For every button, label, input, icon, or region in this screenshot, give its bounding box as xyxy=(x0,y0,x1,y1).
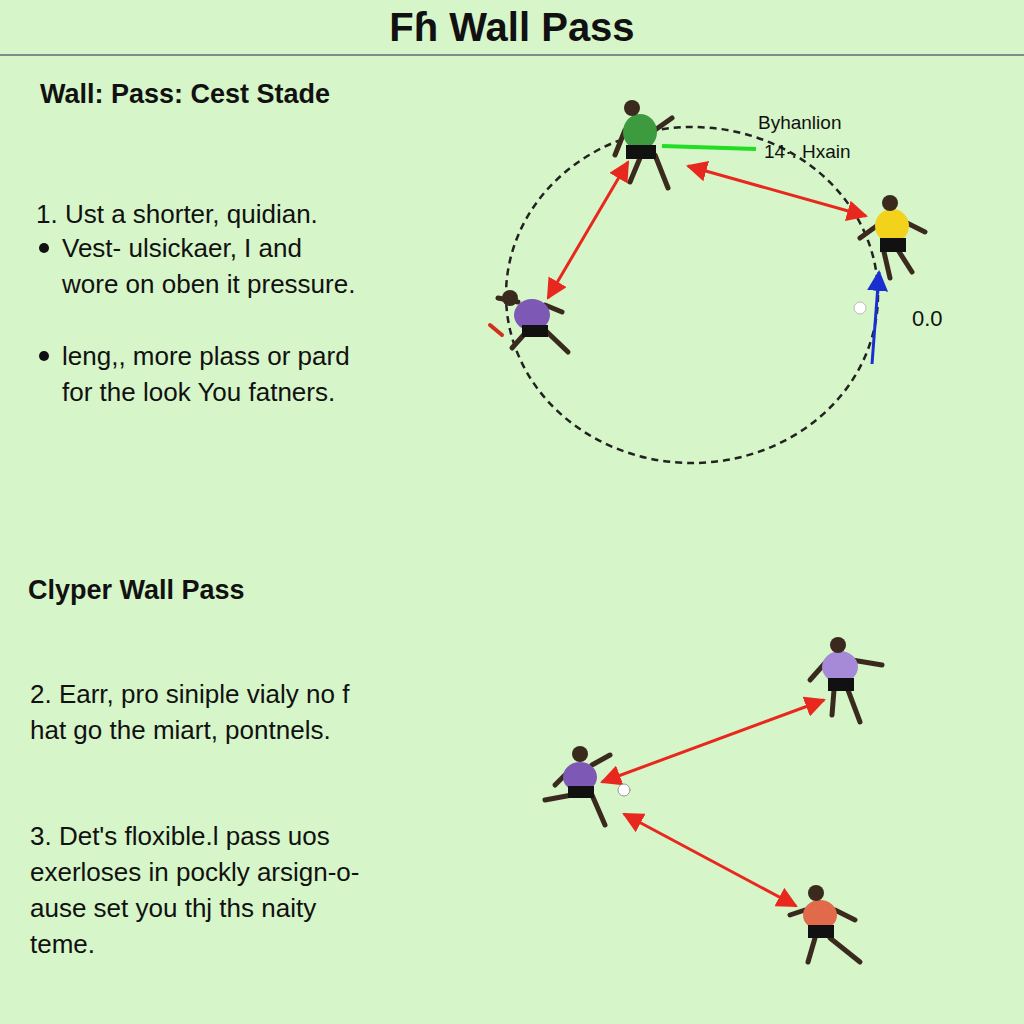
diagram-label: Byhanlion xyxy=(758,110,888,136)
player-orange xyxy=(790,885,860,962)
passing-circle xyxy=(506,127,878,463)
run-line xyxy=(662,146,756,149)
player-purple xyxy=(490,290,568,352)
step-text: 2. Earr, pro siniple vialy no f hat go t… xyxy=(30,676,375,748)
run-arrow xyxy=(872,272,879,364)
step-text: 1. Ust a shorter, quidian. xyxy=(36,196,416,232)
bullet-text: leng,, more plass or pard for the look Y… xyxy=(62,338,362,410)
pass-arrow xyxy=(624,814,796,906)
title-rule xyxy=(0,54,1024,56)
diagram-label: 14·. Hxain xyxy=(764,139,894,165)
ball xyxy=(854,302,866,314)
bullet xyxy=(39,243,49,253)
pass-arrow xyxy=(548,162,628,298)
bullet xyxy=(39,351,49,361)
player-yellow xyxy=(860,195,925,278)
diagram-label: 0.0 xyxy=(912,304,982,334)
section-heading: Wall: Pass: Cest Stade xyxy=(40,76,460,113)
bullet-text: Vest- ulsickaer, I and wore on oben it p… xyxy=(62,230,362,302)
player-purple-ball xyxy=(545,746,630,825)
pass-arrow xyxy=(688,166,866,216)
step-text: 3. Det's floxible.l pass uos exerloses i… xyxy=(30,818,380,962)
section-heading: Clyper Wall Pass xyxy=(28,572,448,609)
page-title: Fɦ Wall Pass xyxy=(0,4,1024,50)
pass-arrow xyxy=(602,700,824,782)
player-purple xyxy=(810,637,882,722)
player-green xyxy=(615,100,672,188)
